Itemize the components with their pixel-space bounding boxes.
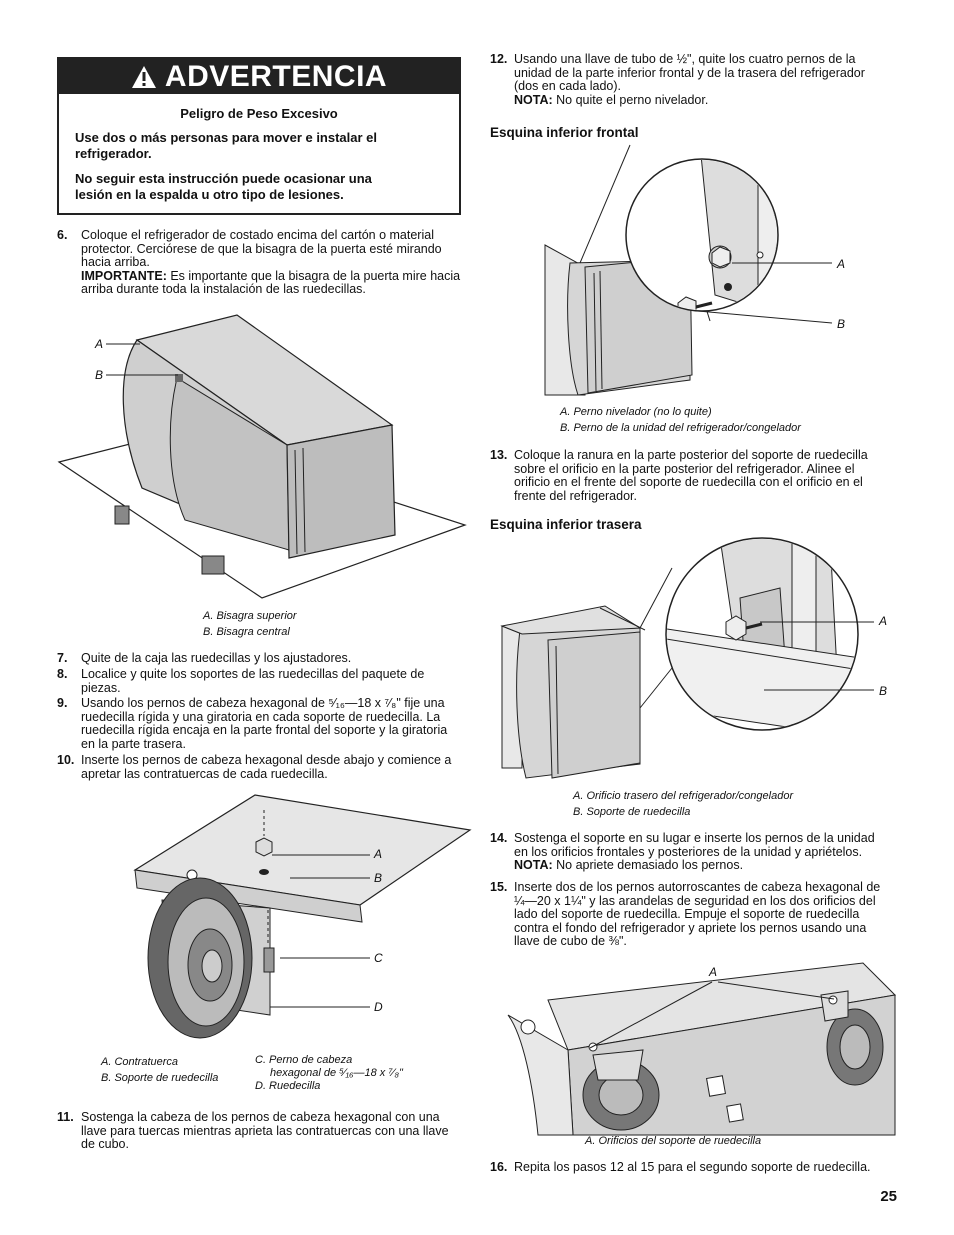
note-text: Es importante que la bisagra de la puert…	[81, 268, 461, 296]
step-number: 14.	[490, 831, 508, 845]
step-text: Inserte los pernos de cabeza hexagonal d…	[81, 753, 452, 781]
step-number: 10.	[57, 753, 75, 767]
step-number: 12.	[490, 52, 508, 66]
step-text: Coloque la ranura en la parte posterior …	[514, 448, 868, 503]
caption-a: A. Contratuerca	[101, 1056, 179, 1068]
caption-b: B. Soporte de ruedecilla	[573, 806, 691, 818]
fig2-label-a: A	[374, 847, 383, 861]
fig4-label-a: A	[879, 614, 888, 628]
step-text: Inserte dos de los pernos autorroscantes…	[514, 880, 881, 948]
fig1-caption: A. Bisagra superior B. Bisagra central	[203, 608, 297, 640]
fig2-label-d: D	[374, 1000, 383, 1014]
warning-heading: ADVERTENCIA	[164, 59, 388, 93]
page-number: 25	[880, 1188, 897, 1205]
step-number: 6.	[57, 228, 68, 242]
warning-box: ADVERTENCIA Peligro de Peso Excesivo Use…	[57, 57, 461, 215]
figure-bracket-holes	[507, 962, 897, 1136]
note-text: No quite el perno nivelador.	[552, 92, 709, 107]
fig4-heading: Esquina inferior trasera	[490, 517, 642, 532]
figure-caster-bracket	[133, 794, 472, 1039]
fig3-caption: A. Perno nivelador (no lo quite) B. Pern…	[560, 404, 801, 436]
warning-title: Peligro de Peso Excesivo	[180, 106, 338, 121]
caption-c: C. Perno de cabeza	[255, 1054, 353, 1066]
caption-c-cont: hexagonal de ⁵⁄₁₆—18 x ⁷⁄₈"	[270, 1067, 403, 1079]
note-text: No apriete demasiado los pernos.	[552, 858, 744, 872]
step-text: Coloque el refrigerador de costado encim…	[81, 228, 442, 269]
warning-text-1: Use dos o más personas para mover e inst…	[75, 130, 378, 161]
figure-refrigerator-on-side	[57, 314, 467, 599]
warning-header: ADVERTENCIA	[59, 59, 459, 94]
fig4-label-b: B	[879, 684, 888, 698]
step-number: 7.	[57, 651, 68, 665]
fig2-caption-left: A. Contratuerca B. Soporte de ruedecilla	[101, 1054, 218, 1086]
step-text: Localice y quite los soportes de las rue…	[81, 667, 425, 695]
fig1-label-a: A	[95, 337, 104, 351]
caption-a: A. Bisagra superior	[203, 610, 297, 622]
step-number: 8.	[57, 667, 68, 681]
figure-rear-bottom-corner	[500, 537, 859, 779]
step-number: 15.	[490, 880, 508, 894]
step-number: 13.	[490, 448, 508, 462]
step-text: Usando una llave de tubo de ½", quite lo…	[514, 52, 865, 93]
step-text: Usando los pernos de cabeza hexagonal de…	[81, 696, 448, 751]
fig1-label-b: B	[95, 368, 104, 382]
caption-a: A. Orificio trasero del refrigerador/con…	[573, 790, 794, 802]
note-label: NOTA:	[514, 92, 553, 107]
step-text: Repita los pasos 12 al 15 para el segund…	[514, 1160, 871, 1174]
fig3-label-b: B	[837, 317, 846, 331]
figure-front-bottom-corner	[544, 144, 779, 396]
step-number: 16.	[490, 1160, 508, 1174]
step-text: Sostenga la cabeza de los pernos de cabe…	[81, 1110, 449, 1151]
fig2-label-c: C	[374, 951, 383, 965]
caption-a: A. Perno nivelador (no lo quite)	[560, 406, 712, 418]
fig2-caption-right: C. Perno de cabeza hexagonal de ⁵⁄₁₆—18 …	[255, 1054, 403, 1093]
fig3-label-a: A	[837, 257, 846, 271]
fig5-label-a: A	[709, 965, 718, 979]
step-number: 11.	[57, 1110, 74, 1124]
note-label: NOTA:	[514, 858, 553, 872]
step-text: Quite de la caja las ruedecillas y los a…	[81, 651, 352, 665]
note-label: IMPORTANTE:	[81, 268, 167, 283]
caption-b: B. Perno de la unidad del refrigerador/c…	[560, 422, 801, 434]
step-text: Sostenga el soporte en su lugar e insert…	[514, 831, 875, 859]
fig3-heading: Esquina inferior frontal	[490, 125, 639, 140]
step-number: 9.	[57, 696, 68, 710]
fig2-label-b: B	[374, 871, 383, 885]
fig4-caption: A. Orificio trasero del refrigerador/con…	[573, 788, 793, 820]
caption-d: D. Ruedecilla	[255, 1080, 321, 1092]
fig5-caption: A. Orificios del soporte de ruedecilla	[585, 1135, 762, 1147]
caption-b: B. Bisagra central	[203, 626, 290, 638]
caption-b: B. Soporte de ruedecilla	[101, 1072, 219, 1084]
warning-text-2: No seguir esta instrucción puede ocasion…	[75, 171, 372, 202]
warning-triangle-icon	[131, 65, 156, 88]
